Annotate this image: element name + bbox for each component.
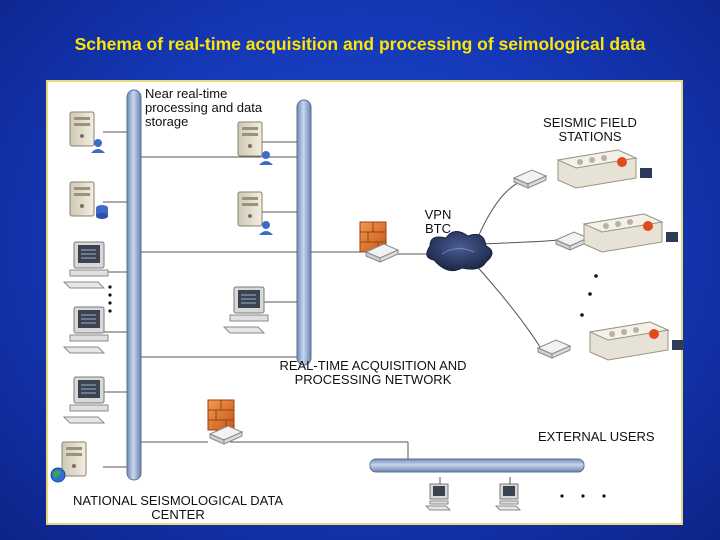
server-icon — [61, 441, 87, 477]
computer-icon — [425, 483, 451, 511]
server-icon — [237, 191, 263, 227]
globe-icon — [50, 467, 66, 483]
seismic-field-stations-label: SEISMIC FIELD STATIONS — [543, 115, 637, 144]
modem-icon — [537, 339, 571, 359]
diagram-panel: Near real-time processing and data stora… — [46, 80, 685, 525]
seismic-station-icon — [557, 149, 653, 189]
database-server-icon — [69, 181, 108, 219]
computer-icon — [495, 483, 521, 511]
data-center-label: NATIONAL SEISMOLOGICAL DATA CENTER — [73, 493, 283, 522]
server-icon — [69, 111, 95, 147]
network-diagram — [50, 89, 685, 511]
computer-icon — [63, 241, 109, 289]
external-users-bus — [369, 458, 585, 473]
more-users-dots — [560, 494, 606, 498]
slide-title: Schema of real-time acquisition and proc… — [74, 34, 646, 54]
cloud-icon — [426, 231, 493, 272]
firewall-icon — [207, 399, 235, 431]
seismic-station-icon — [589, 321, 685, 361]
more-stations-dots — [580, 274, 598, 317]
connection-lines — [103, 131, 559, 492]
computer-icon — [63, 376, 109, 424]
modem-icon — [555, 231, 589, 251]
network-label: REAL-TIME ACQUISITION AND PROCESSING NET… — [279, 358, 467, 387]
external-users-label: EXTERNAL USERS — [538, 429, 655, 444]
seismic-station-icon — [583, 213, 679, 253]
computer-icon — [223, 286, 269, 334]
acquisition-bus — [296, 99, 312, 366]
computer-icon — [63, 306, 109, 354]
modem-icon — [513, 169, 547, 189]
storage-bus-left — [126, 89, 142, 481]
more-devices-dots — [108, 285, 112, 313]
near-realtime-label: Near real-time processing and data stora… — [145, 86, 263, 129]
vpn-label: VPN BTC — [424, 207, 452, 236]
